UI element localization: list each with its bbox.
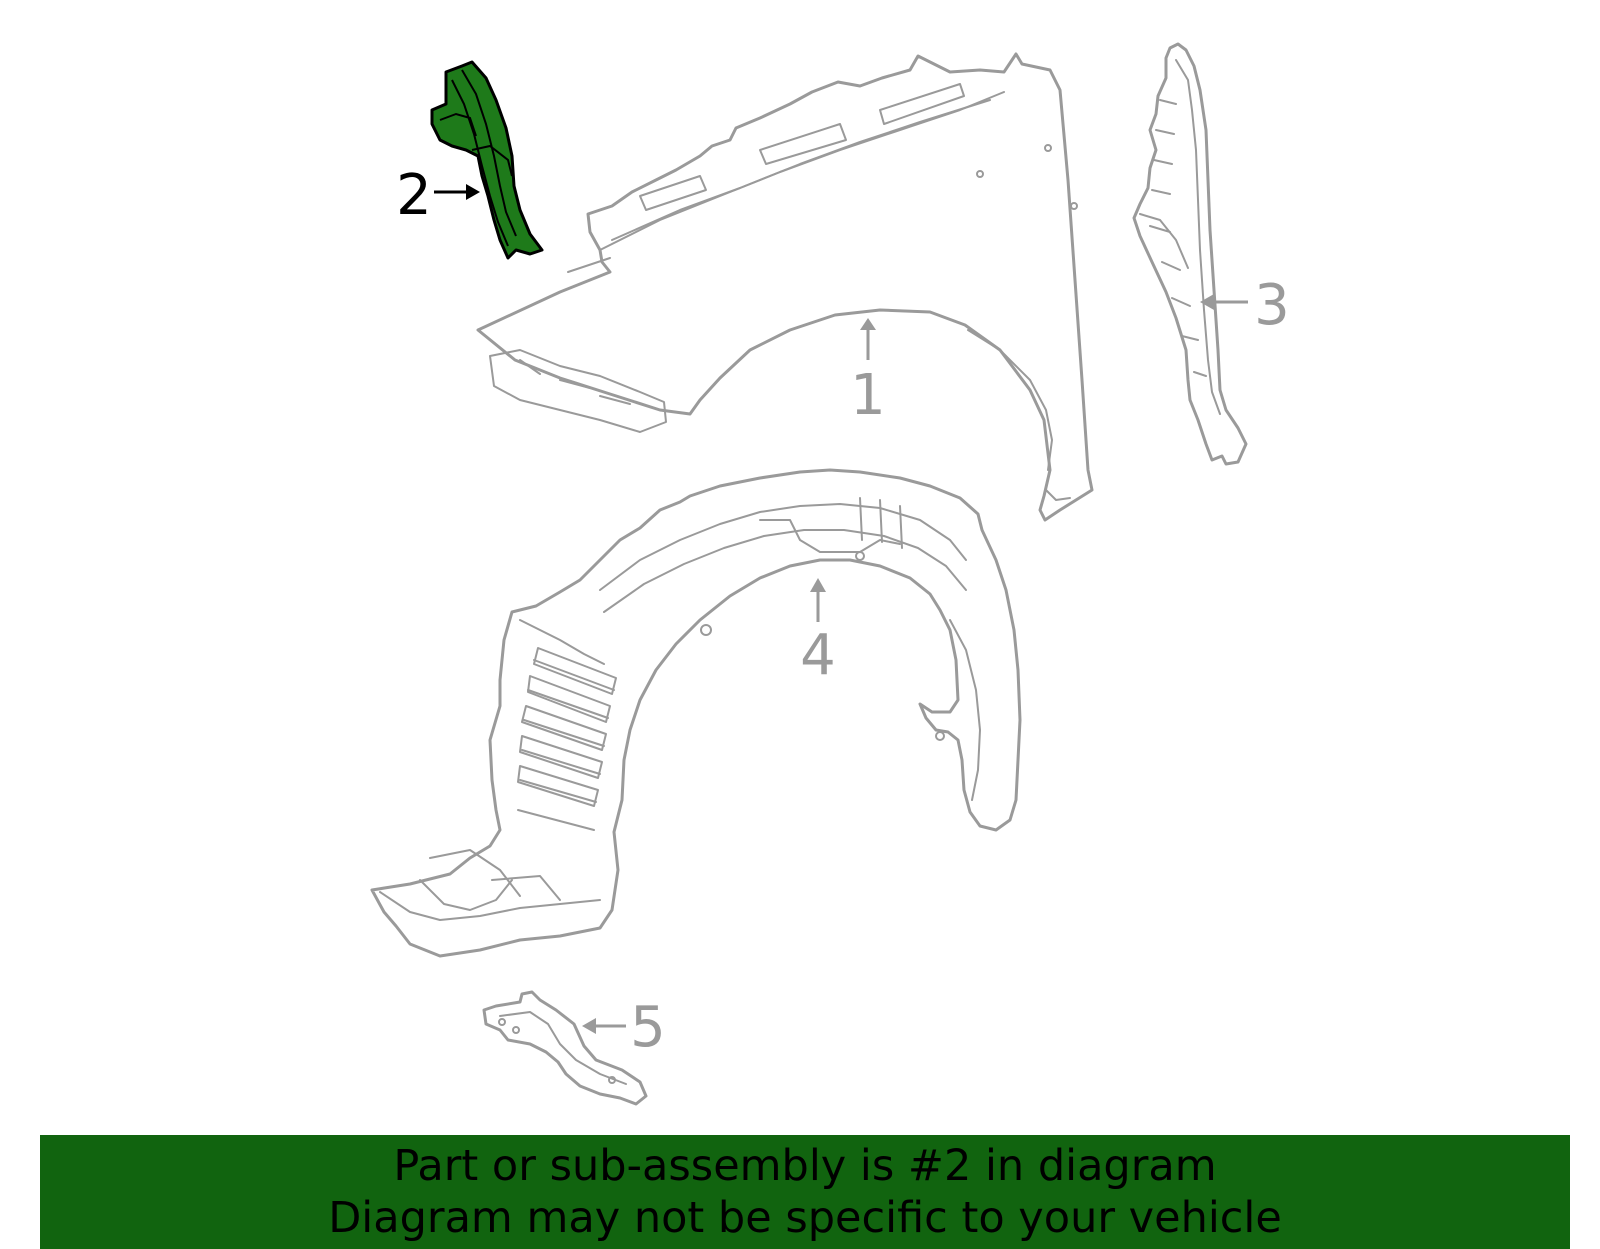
callout-3: 3	[1200, 273, 1290, 338]
callout-1: 1	[850, 318, 886, 428]
fender-part	[476, 52, 1094, 522]
fender-side-seal-part	[1132, 42, 1248, 466]
callout-2: 2	[396, 163, 480, 228]
liner-bracket-part	[482, 990, 648, 1106]
callout-4-label: 4	[800, 623, 836, 688]
callout-3-label: 3	[1254, 273, 1290, 338]
fender-bracket-part	[430, 60, 544, 260]
parts-diagram: 1 2 3 4 5	[370, 42, 1290, 1106]
banner-disclaimer: Diagram may not be specific to your vehi…	[328, 1193, 1282, 1243]
callout-1-label: 1	[850, 363, 886, 428]
callout-5-label: 5	[630, 995, 666, 1060]
callout-4: 4	[800, 578, 836, 688]
banner-part-note: Part or sub-assembly is #2 in diagram	[393, 1141, 1217, 1191]
callout-2-label: 2	[396, 163, 432, 228]
fender-liner-part	[370, 468, 1022, 958]
callout-5: 5	[582, 995, 666, 1060]
info-banner: Part or sub-assembly is #2 in diagram Di…	[40, 1135, 1570, 1249]
